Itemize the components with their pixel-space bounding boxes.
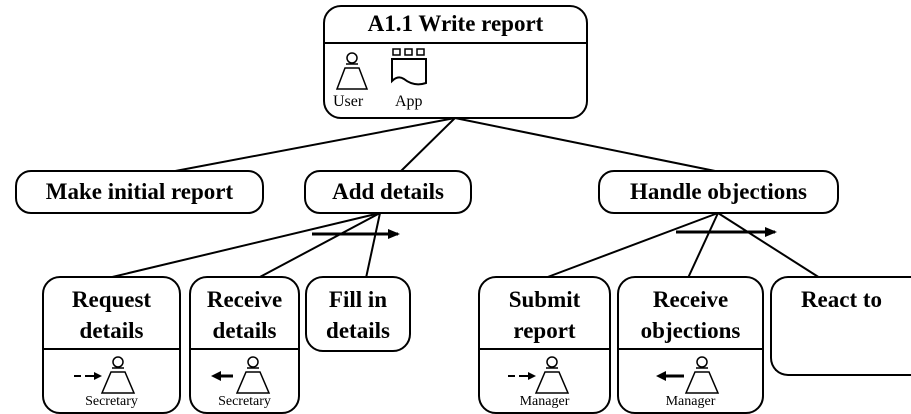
edge-add-details-request [107, 212, 381, 279]
role-label: Secretary [218, 394, 271, 409]
edge-add-details-fill [365, 212, 381, 279]
actor-label-user: User [333, 93, 364, 110]
task-label: React to [800, 287, 883, 312]
edge-root-add-details [399, 117, 456, 173]
task-divider [619, 348, 762, 350]
edge-root-make-initial-report [169, 117, 456, 173]
task-handle-objections: Handle objections [598, 170, 839, 214]
manager-icon [508, 356, 570, 394]
task-label: Make initial report [45, 179, 234, 204]
task-add-details: Add details [304, 170, 472, 214]
task-react-to: React to [770, 276, 911, 376]
edge-handle-receive-objections [687, 212, 719, 279]
secretary-icon [211, 356, 271, 394]
task-divider [44, 348, 179, 350]
user-icon [335, 52, 369, 90]
role-label: Manager [519, 394, 570, 409]
application-icon [391, 48, 427, 86]
manager-icon [656, 356, 720, 394]
secretary-icon [74, 356, 136, 394]
edge-handle-react [717, 212, 821, 279]
task-divider [480, 348, 609, 350]
root-divider [325, 42, 586, 44]
role-label: Secretary [85, 394, 138, 409]
root-task-write-report: A1.1 Write report User App [323, 5, 588, 119]
task-make-initial-report: Make initial report [15, 170, 264, 214]
edge-handle-submit [544, 212, 719, 279]
actor-label-app: App [395, 93, 423, 110]
role-label: Manager [665, 394, 716, 409]
edge-root-handle-objections [454, 117, 721, 173]
task-label: Add details [332, 179, 444, 204]
root-task-title: A1.1 Write report [367, 11, 544, 36]
edge-add-details-receive [257, 212, 381, 279]
task-divider [191, 348, 298, 350]
task-label: Handle objections [630, 179, 807, 204]
